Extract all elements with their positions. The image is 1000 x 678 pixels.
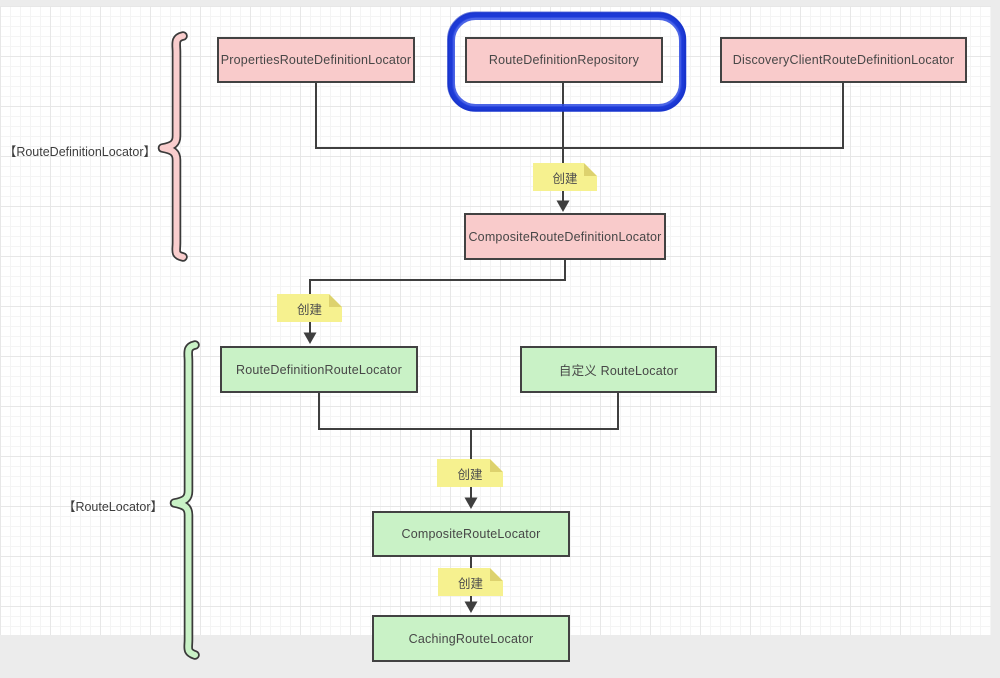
group-label-route-locator: 【RouteLocator】 [62, 500, 163, 514]
node-caching-route-locator: CachingRouteLocator [372, 615, 570, 662]
note-create-2: 创建 [277, 294, 342, 322]
node-properties-route-definition-locator: PropertiesRouteDefinitionLocator [217, 37, 415, 83]
note-create-1: 创建 [533, 163, 597, 191]
node-custom-route-locator: 自定义 RouteLocator [520, 346, 717, 393]
node-composite-route-locator: CompositeRouteLocator [372, 511, 570, 557]
node-composite-route-definition-locator: CompositeRouteDefinitionLocator [464, 213, 666, 260]
group-label-route-definition-locator: 【RouteDefinitionLocator】 [3, 145, 156, 159]
note-create-3: 创建 [437, 459, 503, 487]
note-create-4: 创建 [438, 568, 503, 596]
node-discovery-client-route-definition-locator: DiscoveryClientRouteDefinitionLocator [720, 37, 967, 83]
node-route-definition-repository: RouteDefinitionRepository [465, 37, 663, 83]
node-route-definition-route-locator: RouteDefinitionRouteLocator [220, 346, 418, 393]
